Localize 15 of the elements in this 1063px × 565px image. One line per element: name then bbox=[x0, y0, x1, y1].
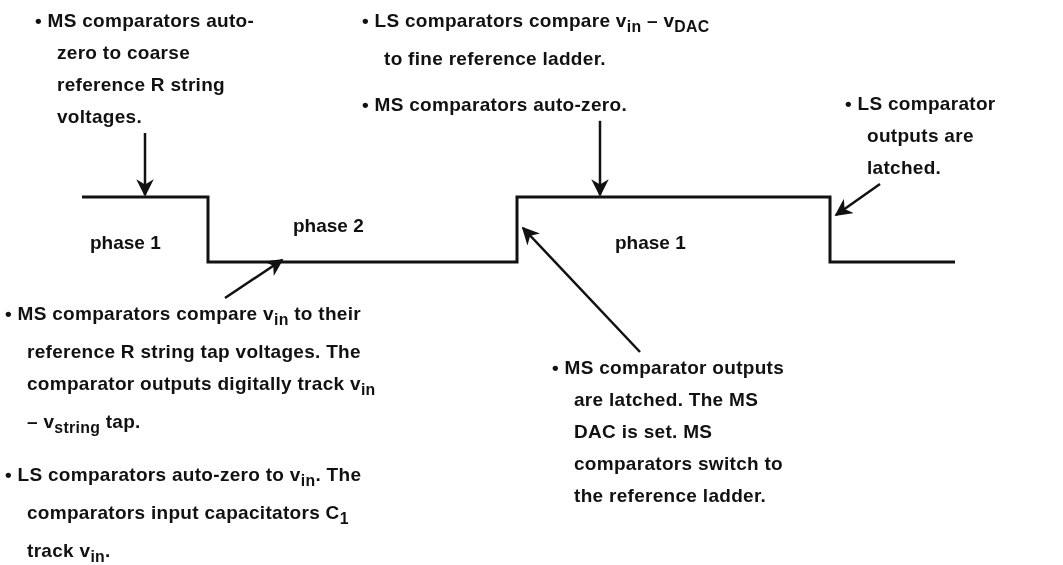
leader-arrow bbox=[591, 120, 609, 197]
annotation-text: • LS comparators auto-zero to v$_{in}$. The comparators input capacitators C$_{1}$ track v$_{in}$. bbox=[5, 463, 363, 565]
leader-arrow bbox=[136, 133, 154, 197]
leader-arrow bbox=[224, 258, 284, 300]
annotation-text: • LS comparators compare v$_{in}$ – v$_{DAC}$ to fine reference ladder. bbox=[362, 9, 711, 71]
phase-label: phase 2 bbox=[293, 215, 364, 237]
leader-arrow bbox=[834, 182, 881, 217]
annotation-text: • MS comparators auto-zero. bbox=[362, 92, 628, 117]
leader-arrow bbox=[521, 226, 641, 353]
annotation-text: • MS comparators compare v$_{in}$ to their reference R string tap voltages. The comparator outputs digitally track v$_{in}$ – v$_{string}$ tap. bbox=[5, 302, 377, 438]
annotation-text: • MS comparators auto-zero to coarse reference R string voltages. bbox=[35, 9, 256, 129]
phase-label: phase 1 bbox=[90, 232, 161, 254]
annotation-text: • MS comparator outputs are latched. The MS DAC is set. MS comparators switch to the reference ladder. bbox=[552, 356, 786, 508]
phase-label: phase 1 bbox=[615, 232, 686, 254]
annotation-text: • LS comparator outputs are latched. bbox=[845, 92, 997, 180]
